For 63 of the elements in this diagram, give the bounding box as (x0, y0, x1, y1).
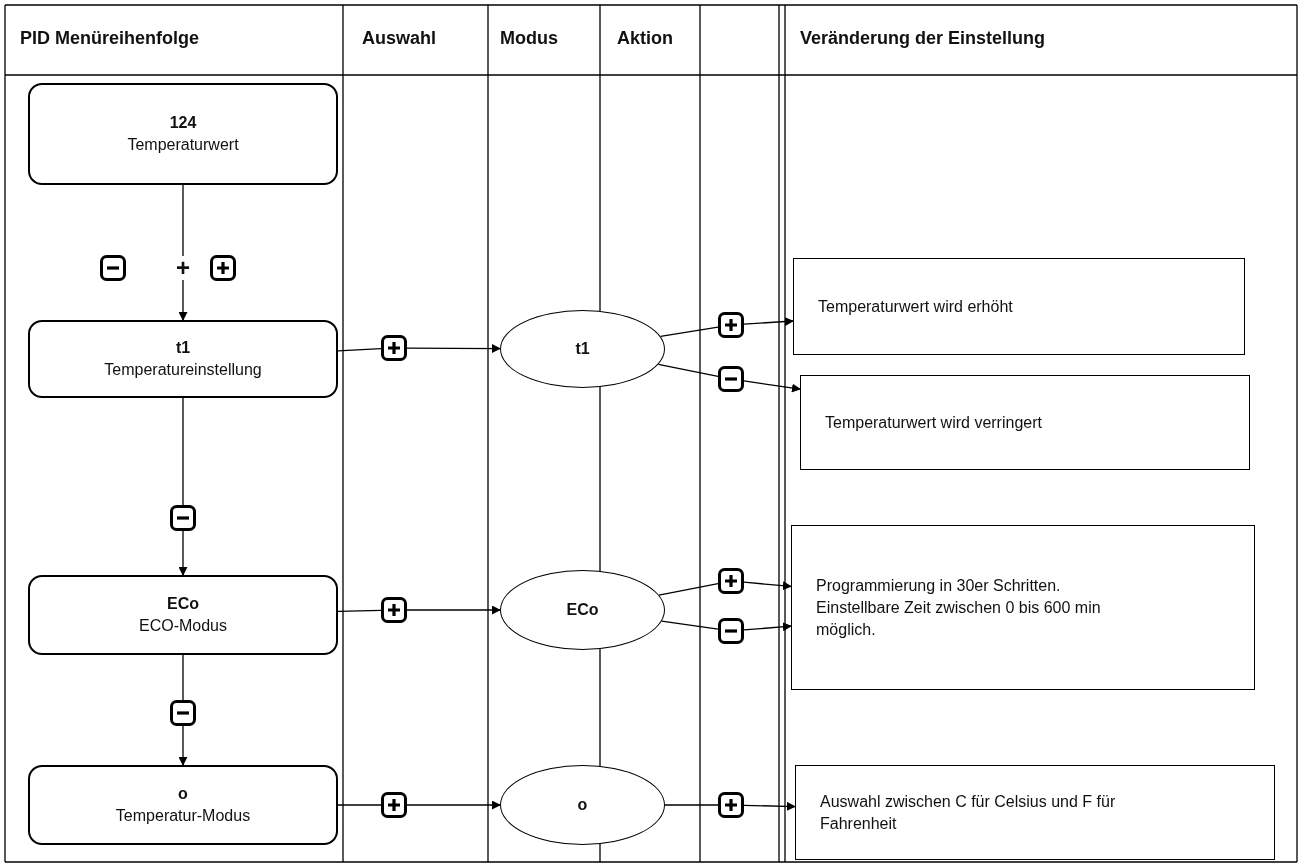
connector-line (337, 348, 382, 352)
column-header: Veränderung der Einstellung (800, 28, 1046, 49)
description-box (791, 525, 1255, 690)
connector-line (659, 326, 719, 338)
description-text: Programmierung in 30er Schritten. Einstellbare Zeit zwischen 0 bis 600 min möglich. (816, 575, 1102, 640)
arrow (178, 725, 188, 766)
arrow (743, 801, 796, 811)
description-text: Temperaturwert wird erhöht (818, 296, 1014, 317)
plus-icon (718, 312, 744, 338)
arrow (178, 530, 188, 576)
step-name: Temperatureinstellung (104, 360, 262, 380)
connector-line (182, 184, 184, 257)
arrow (178, 279, 188, 321)
minus-icon (718, 618, 744, 644)
step-name: ECO-Modus (139, 616, 227, 636)
arrow (743, 380, 801, 393)
menu-step-box (28, 83, 338, 185)
mode-code: t1 (575, 340, 590, 358)
connector-line (182, 397, 184, 506)
plus-icon (381, 792, 407, 818)
mode-code: ECo (566, 601, 599, 619)
step-code: 124 (169, 113, 197, 133)
connector-line (337, 804, 382, 806)
step-code: t1 (175, 338, 191, 358)
description-box (793, 258, 1245, 355)
description-box (795, 765, 1275, 860)
mode-code: o (577, 796, 588, 814)
plus-icon (718, 568, 744, 594)
arrow (406, 344, 501, 353)
step-code: o (178, 784, 188, 804)
minus-icon (170, 700, 196, 726)
menu-step-box (28, 575, 338, 655)
plus-icon (381, 597, 407, 623)
connector-line (658, 582, 719, 596)
menu-step-box (28, 320, 338, 398)
connector-line (661, 620, 719, 630)
description-text: Temperaturwert wird verringert (825, 412, 1043, 433)
step-name: Temperatur-Modus (115, 806, 251, 826)
menu-step-box (28, 765, 338, 845)
column-header: Modus (500, 28, 558, 49)
arrow (406, 605, 501, 615)
arrow (743, 317, 794, 327)
arrow (743, 622, 792, 632)
description-box (800, 375, 1250, 470)
column-header: PID Menüreihenfolge (20, 28, 199, 49)
plus-icon (718, 792, 744, 818)
step-code: ECo (167, 594, 199, 614)
minus-icon (170, 505, 196, 531)
step-name: Temperaturwert (127, 135, 239, 155)
connector-line (182, 654, 184, 701)
minus-icon (718, 366, 744, 392)
description-text: Auswahl zwischen C für Celsius und F für Fahrenheit (820, 791, 1117, 834)
arrow (743, 581, 792, 591)
plus-sign: + (175, 256, 191, 280)
connector-line (664, 804, 719, 806)
column-header: Auswahl (362, 28, 436, 49)
minus-icon (100, 255, 126, 281)
connector-line (657, 363, 719, 377)
plus-icon (210, 255, 236, 281)
column-header: Aktion (617, 28, 673, 49)
arrow (406, 800, 501, 810)
plus-icon (381, 335, 407, 361)
connector-line (337, 609, 382, 612)
